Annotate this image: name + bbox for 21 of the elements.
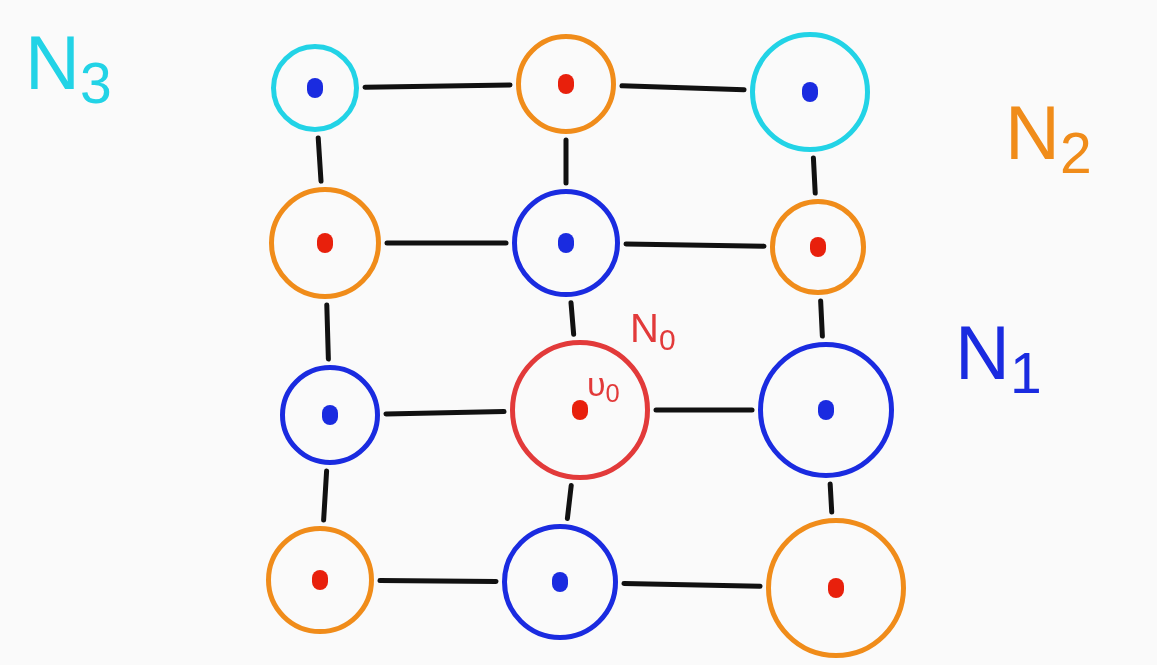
- connector-line: [568, 300, 577, 337]
- node-label: υ$_{0}$: [587, 367, 620, 401]
- connector-line: [564, 483, 574, 521]
- connector-line: [377, 578, 499, 584]
- connector-line: [653, 407, 755, 413]
- connector-line: [315, 135, 324, 184]
- connector-line: [383, 409, 507, 417]
- connector-line: [384, 240, 509, 246]
- set-label: N$_{1}$: [955, 315, 1042, 391]
- set-label: N$_{2}$: [1005, 95, 1092, 171]
- connector-line: [810, 155, 818, 196]
- connector-line: [621, 580, 763, 589]
- connector-line: [818, 298, 825, 339]
- connector-line: [563, 137, 569, 186]
- connector-line: [321, 468, 330, 523]
- connector-line: [324, 302, 331, 362]
- connector-line: [623, 241, 767, 249]
- node-caption: N$_{0}$: [630, 308, 676, 348]
- connector-line: [827, 481, 835, 515]
- connector-line: [362, 82, 513, 90]
- connector-line: [619, 83, 747, 93]
